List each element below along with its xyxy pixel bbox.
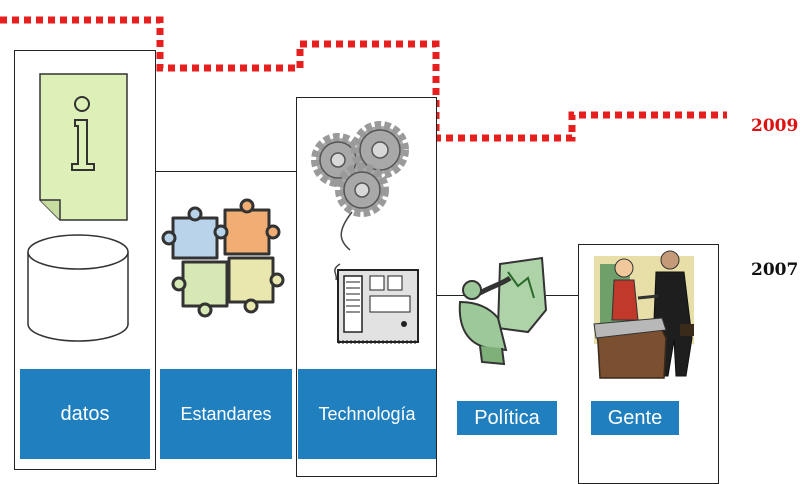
label-estandares: Estandares — [160, 369, 292, 459]
baseline-2007-segment — [155, 171, 296, 172]
dotted-line-2009 — [0, 16, 727, 142]
year-2007-label: 2007 — [751, 260, 799, 280]
business-handshake-icon — [593, 250, 694, 379]
puzzle-pieces-icon — [161, 198, 285, 318]
label-politica: Política — [457, 401, 557, 435]
label-technologia: Technología — [298, 369, 436, 459]
database-cylinder-icon — [27, 234, 129, 342]
document-info-icon — [39, 73, 128, 221]
gears-icon — [311, 121, 409, 251]
person-pointing-map-icon — [458, 256, 548, 366]
year-2009-label: 2009 — [751, 116, 799, 136]
label-gente: Gente — [591, 401, 679, 435]
label-datos: datos — [20, 369, 150, 459]
server-icon — [334, 263, 419, 344]
baseline-2007-segment — [436, 295, 476, 296]
baseline-2007-segment — [546, 295, 578, 296]
